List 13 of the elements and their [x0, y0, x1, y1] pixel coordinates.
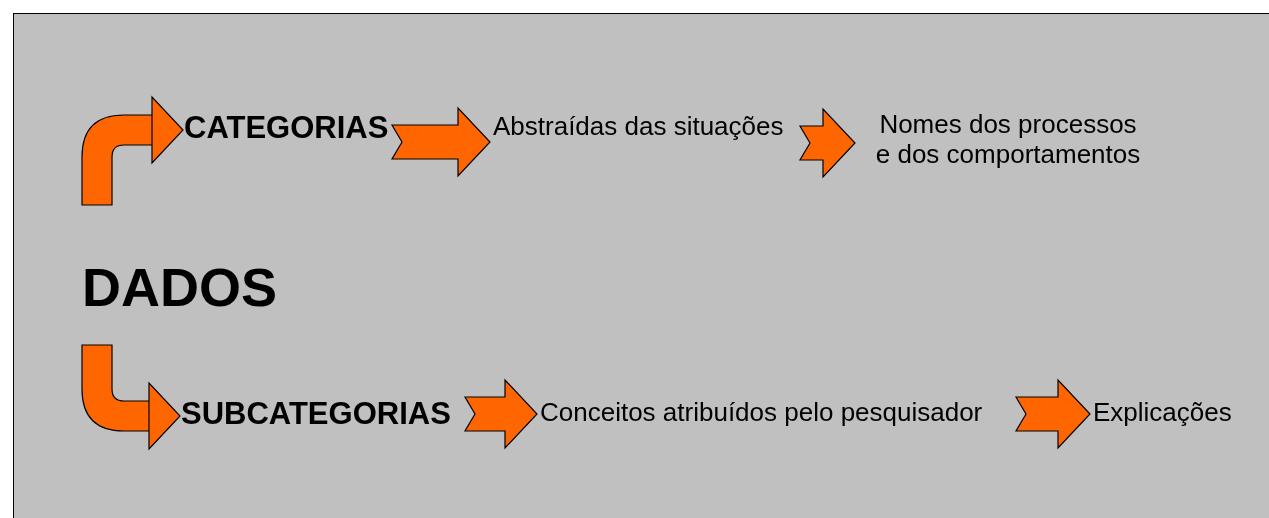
- node-label: DADOS: [82, 256, 282, 319]
- node-label: Conceitos atribuídos pelo pesquisador: [540, 398, 1010, 428]
- arrow: [390, 106, 491, 178]
- arrow: [463, 378, 538, 450]
- node-label: CATEGORIAS: [184, 110, 394, 146]
- node-label: Nomes dos processos e dos comportamentos: [858, 110, 1158, 170]
- arrow: [798, 107, 856, 179]
- arrow: [81, 344, 181, 450]
- node-label: Explicações: [1093, 398, 1263, 428]
- arrow: [81, 96, 184, 206]
- node-label: Abstraídas das situações: [493, 112, 798, 142]
- node-label: SUBCATEGORIAS: [181, 396, 463, 432]
- arrow: [1014, 378, 1091, 450]
